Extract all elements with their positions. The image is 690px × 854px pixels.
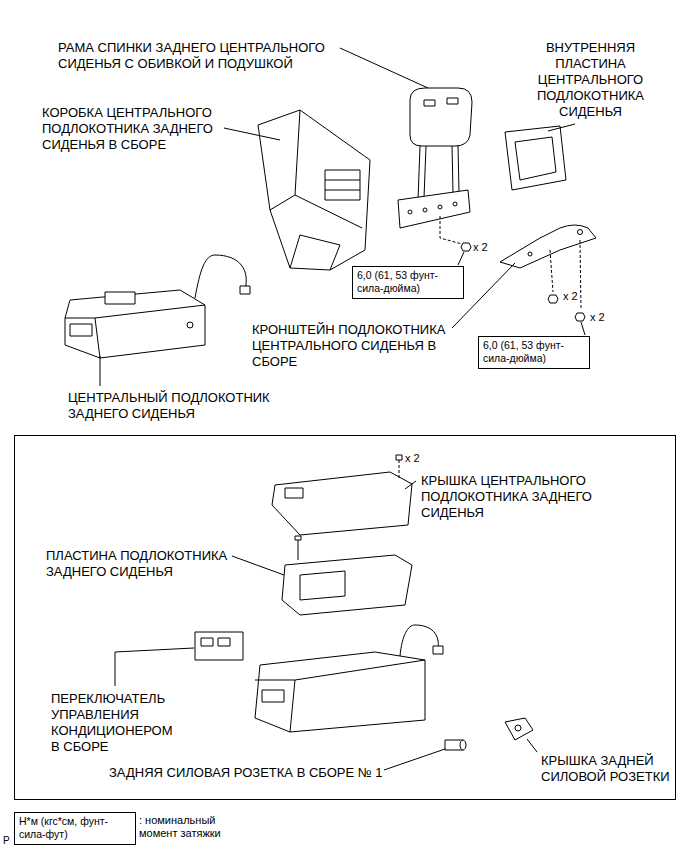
torque-spec-box: 6,0 (61, 53 фунт-сила-дюйма) — [352, 266, 464, 299]
quantity-mark: x 2 — [563, 289, 593, 303]
part-label: КРЫШКА ЦЕНТРАЛЬНОГО ПОДЛОКОТНИКА ЗАДНЕГО… — [421, 473, 621, 521]
part-label: КОРОБКА ЦЕНТРАЛЬНОГО ПОДЛОКОТНИКА ЗАДНЕГ… — [42, 105, 242, 153]
torque-value: Н*м (кгс*см, фунт-сила-фут) — [15, 813, 135, 844]
part-label: ЗАДНЯЯ СИЛОВАЯ РОЗЕТКА В СБОРЕ № 1 — [109, 765, 429, 781]
part-label: ВНУТРЕННЯЯ ПЛАСТИНА ЦЕНТРАЛЬНОГО ПОДЛОКО… — [528, 40, 653, 120]
torque-legend-box: Н*м (кгс*см, фунт-сила-фут): номинальный… — [14, 812, 136, 845]
detail-frame: x 2 КРЫШКА ЦЕНТРАЛЬНОГО ПОДЛОКОТНИКА ЗАДН… — [14, 435, 676, 800]
part-label: РАМА СПИНКИ ЗАДНЕГО ЦЕНТРАЛЬНОГО СИДЕНЬЯ… — [58, 40, 368, 72]
part-label: КРЫШКА ЗАДНЕЙ СИЛОВОЙ РОЗЕТКИ — [541, 753, 677, 785]
inner-plate — [505, 126, 566, 190]
part-label: ЦЕНТРАЛЬНЫЙ ПОДЛОКОТНИК ЗАДНЕГО СИДЕНЬЯ — [68, 390, 293, 422]
armrest-bracket — [500, 225, 596, 321]
armrest-box — [258, 110, 370, 270]
part-label: КРОНШТЕЙН ПОДЛОКОТНИКА ЦЕНТРАЛЬНОГО СИДЕ… — [252, 322, 452, 370]
legend-text: : номинальный момент затяжки — [139, 814, 249, 840]
central-armrest — [65, 255, 250, 358]
part-label: ПЛАСТИНА ПОДЛОКОТНИКА ЗАДНЕГО СИДЕНЬЯ — [46, 548, 256, 580]
quantity-mark: x 2 — [473, 240, 503, 254]
quantity-mark: x 2 — [590, 310, 620, 324]
part-label: ПЕРЕКЛЮЧАТЕЛЬ УПРАВЛЕНИЯ КОНДИЦИОНЕРОМ В… — [51, 691, 176, 755]
page-mark: P — [3, 834, 18, 847]
quantity-mark: x 2 — [405, 451, 435, 465]
backrest-frame — [398, 88, 472, 251]
torque-value: 6,0 (61, 53 фунт-сила-дюйма) — [353, 267, 463, 298]
torque-value: 6,0 (61, 53 фунт-сила-дюйма) — [479, 337, 589, 368]
torque-spec-box: 6,0 (61, 53 фунт-сила-дюйма) — [478, 336, 590, 369]
